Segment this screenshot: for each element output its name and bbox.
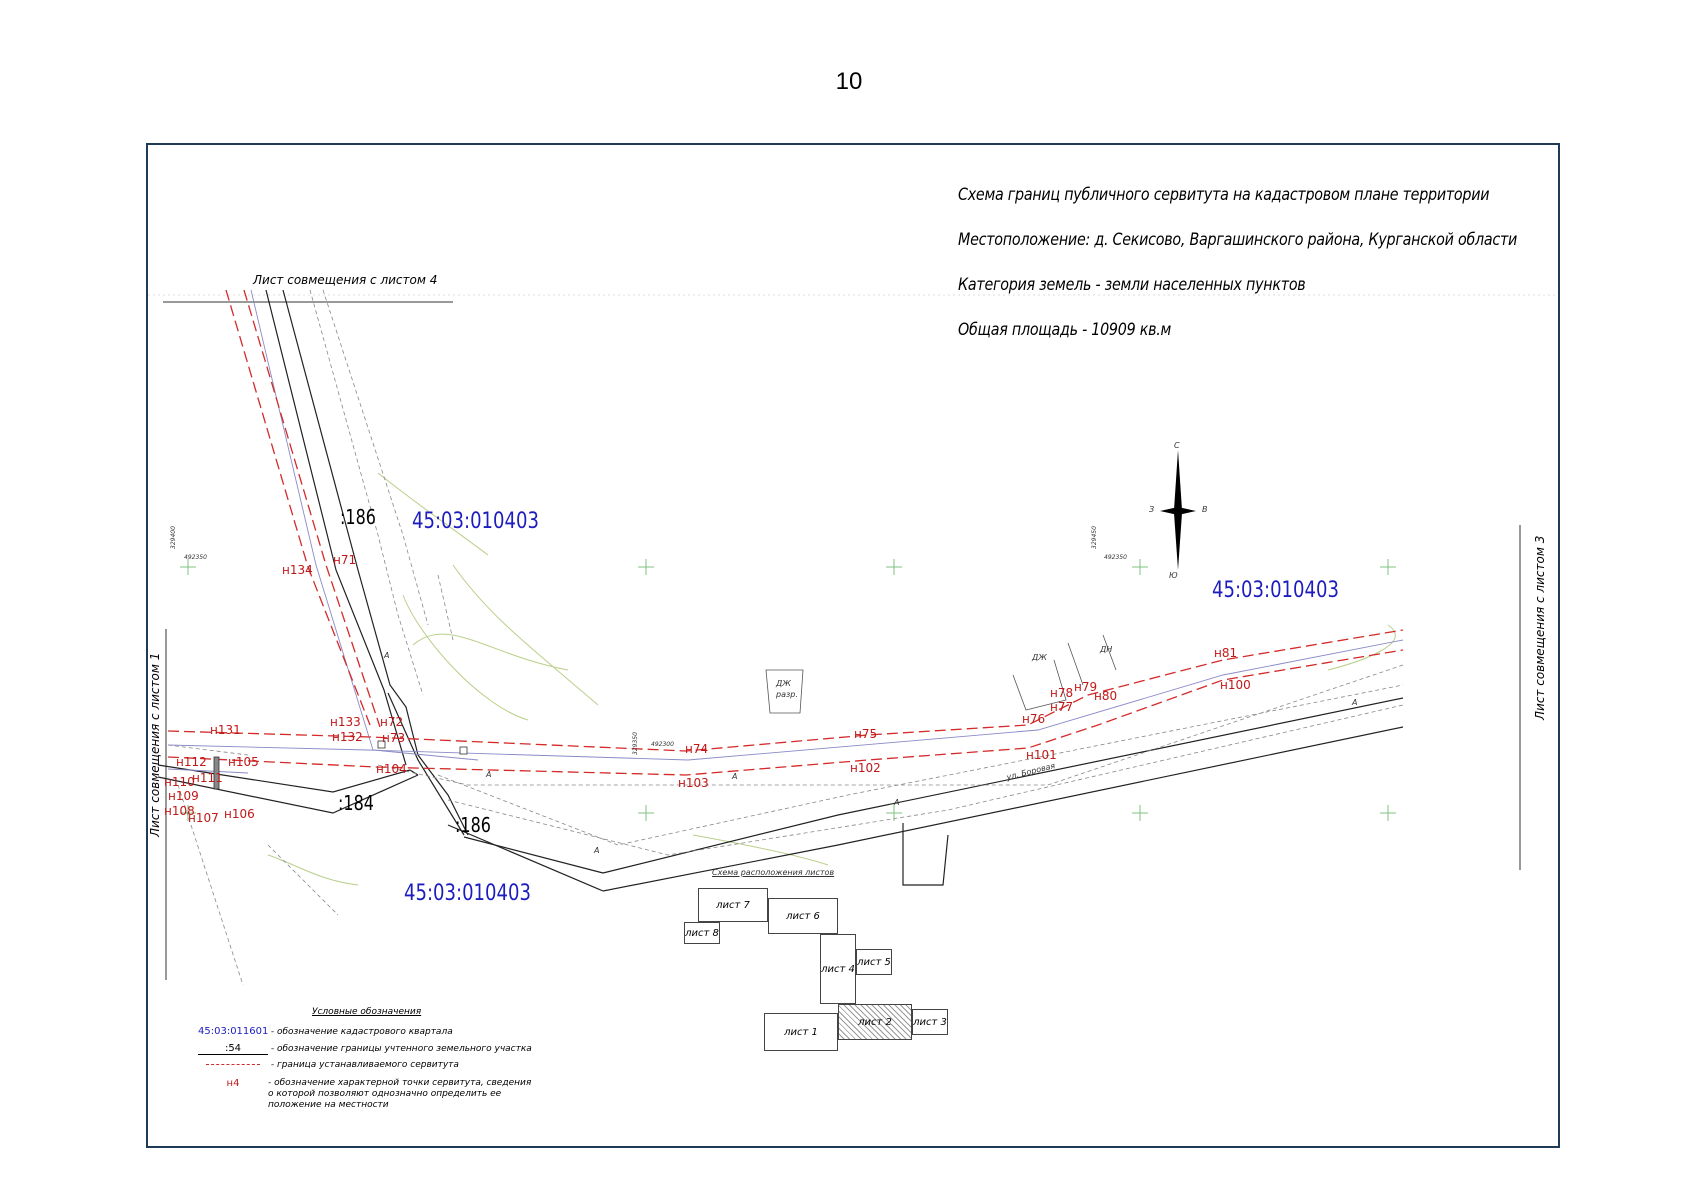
sheet-box: лист 5 — [856, 949, 892, 975]
parcel-label: :186 — [340, 505, 376, 529]
road-label: А — [594, 846, 600, 855]
point-label: н100 — [1220, 678, 1251, 692]
legend-title: Условные обозначения — [312, 1007, 422, 1017]
title-line-1: Схема границ публичного сервитута на кад… — [958, 185, 1490, 205]
legend-symbol: 45:03:011601 — [198, 1026, 269, 1037]
coordinate-label: 329350 — [632, 732, 639, 755]
title-block: Схема границ публичного сервитута на кад… — [958, 185, 1517, 365]
road-label: А — [894, 798, 900, 807]
point-label: н110 — [164, 775, 195, 789]
legend-text: - обозначение характерной точки сервитут… — [268, 1078, 532, 1110]
legend-row: - граница устанавливаемого сервитута — [198, 1060, 459, 1070]
compass-south-label: Ю — [1169, 571, 1178, 580]
legend-row: 45:03:011601 - обозначение кадастрового … — [198, 1026, 453, 1037]
point-label: н103 — [678, 776, 709, 790]
road-label: А — [1352, 698, 1358, 707]
point-label: н133 — [330, 715, 361, 729]
road-label: А — [384, 651, 390, 660]
point-label: н101 — [1026, 748, 1057, 762]
coordinate-label: 492300 — [651, 741, 674, 748]
point-label: н106 — [224, 807, 255, 821]
building-label: ДН — [1100, 645, 1113, 654]
parcel-label: :186 — [455, 813, 491, 837]
road-label: А — [486, 770, 492, 779]
coordinate-label: 492350 — [1104, 554, 1127, 561]
map-frame: Схема границ публичного сервитута на кад… — [146, 143, 1560, 1148]
sheet-box: лист 6 — [768, 898, 838, 934]
point-label: н102 — [850, 761, 881, 775]
point-label: н105 — [228, 755, 259, 769]
legend-row: :54 - обозначение границы учтенного земе… — [198, 1043, 532, 1055]
legend-symbol — [198, 1060, 268, 1070]
point-label: н111 — [192, 771, 223, 785]
compass-west-label: З — [1149, 505, 1155, 514]
page-number: 10 — [835, 68, 863, 95]
point-label: н77 — [1050, 700, 1074, 714]
legend-symbol: н4 — [226, 1078, 240, 1089]
point-label: н134 — [282, 563, 313, 577]
sheet-scheme-title: Схема расположения листов — [712, 868, 835, 877]
point-label: н76 — [1022, 712, 1046, 726]
point-label: н75 — [854, 727, 878, 741]
cadastral-quarter-label: 45:03:010403 — [404, 881, 531, 906]
top-match-label: Лист совмещения с листом 4 — [253, 273, 438, 287]
cadastral-map — [148, 289, 1558, 986]
road-label: А — [732, 772, 738, 781]
servitude-boundary — [167, 289, 1404, 776]
legend-symbol: :54 — [198, 1043, 268, 1055]
legend-row: н4 - обозначение характерной точки серви… — [198, 1078, 538, 1111]
point-label: н108 — [164, 804, 195, 818]
point-label: н107 — [188, 811, 219, 825]
sheet-box: лист 1 — [764, 1013, 838, 1051]
point-label: н72 — [380, 715, 404, 729]
title-line-4: Общая площадь - 10909 кв.м — [958, 320, 1172, 340]
point-label: н73 — [382, 731, 406, 745]
sheet-box-current: лист 2 — [838, 1004, 912, 1040]
point-label: н131 — [210, 723, 241, 737]
building-label: ДЖ — [776, 679, 791, 688]
sheet-box: лист 4 — [820, 934, 856, 1004]
compass-north-label: С — [1174, 441, 1180, 450]
point-label: н112 — [176, 755, 207, 769]
legend-text: - обозначение границы учтенного земельно… — [270, 1044, 532, 1054]
building-label: разр. — [776, 690, 798, 699]
compass-east-label: В — [1202, 505, 1208, 514]
point-label: н104 — [376, 762, 407, 776]
point-label: н132 — [332, 730, 363, 744]
cadastral-quarter-label: 45:03:010403 — [1212, 578, 1339, 603]
building-label: ДЖ — [1032, 653, 1047, 662]
sheet-box: лист 7 — [698, 888, 768, 922]
point-label: н71 — [333, 553, 357, 567]
parcel-label: :184 — [338, 791, 374, 815]
point-label: н81 — [1214, 646, 1238, 660]
sheet-box: лист 8 — [684, 922, 720, 944]
right-match-label: Лист совмещения с листом 3 — [1533, 535, 1547, 720]
dashed-line-symbol — [206, 1064, 260, 1065]
coordinate-label: 492350 — [184, 554, 207, 561]
cadastral-quarter-label: 45:03:010403 — [412, 509, 539, 534]
point-label: н79 — [1074, 680, 1098, 694]
title-line-3: Категория земель - земли населенных пунк… — [958, 275, 1306, 295]
point-label: н78 — [1050, 686, 1074, 700]
coordinate-label: 329450 — [1091, 526, 1098, 549]
compass — [1160, 450, 1196, 570]
buildings — [765, 634, 1117, 714]
point-label: н80 — [1094, 689, 1118, 703]
point-label: н109 — [168, 789, 199, 803]
left-match-label: Лист совмещения с листом 1 — [148, 652, 162, 837]
coordinate-label: 329400 — [170, 526, 177, 549]
markers — [213, 740, 468, 790]
legend-text: - граница устанавливаемого сервитута — [270, 1060, 459, 1070]
sheet-box: лист 3 — [912, 1009, 948, 1035]
title-line-2: Местоположение: д. Секисово, Варгашинско… — [958, 230, 1518, 250]
existing-boundary — [167, 289, 1404, 774]
legend-text: - обозначение кадастрового квартала — [270, 1027, 453, 1037]
auxiliary-lines — [167, 289, 1404, 986]
point-label: н74 — [685, 742, 709, 756]
